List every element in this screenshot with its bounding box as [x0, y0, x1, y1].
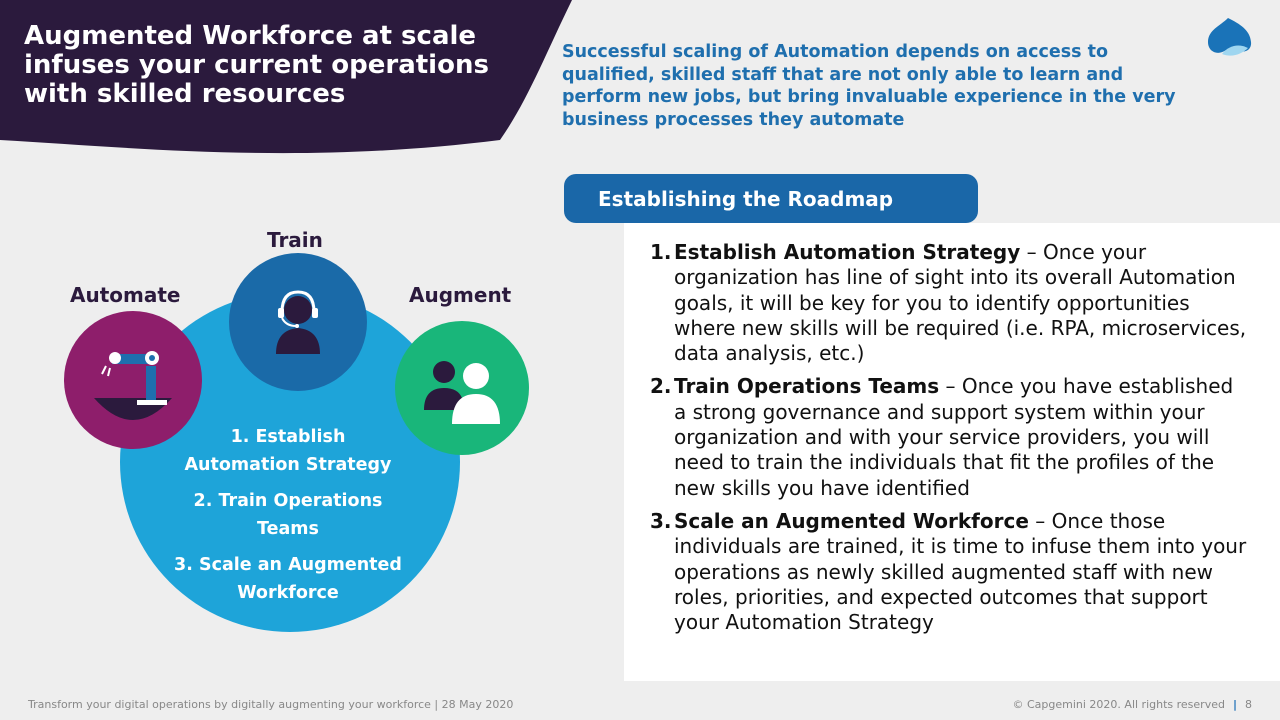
- augment-node: [395, 321, 529, 455]
- roadmap-steps: 1.Establish Automation Strategy – Once y…: [650, 240, 1250, 643]
- step-description: – Once those individuals are trained, it…: [674, 508, 1247, 635]
- circle-line-1: 1. Establish: [230, 427, 346, 447]
- page-number: 8: [1245, 698, 1252, 711]
- step-description: – Once your organization has line of sig…: [674, 240, 1247, 366]
- step-number: 1.: [650, 240, 672, 264]
- copyright-text: © Capgemini 2020. All rights reserved: [1012, 698, 1225, 711]
- automate-label: Automate: [70, 283, 181, 307]
- header-background: [0, 0, 572, 154]
- strategy-circle: [120, 292, 460, 632]
- train-node: [229, 253, 367, 391]
- step-name: Scale an Augmented Workforce: [674, 508, 1029, 533]
- slide-title: Augmented Workforce at scale infuses you…: [24, 21, 489, 109]
- robot-arm-icon: [94, 351, 172, 420]
- circle-line-2: Automation Strategy: [184, 455, 392, 475]
- roadmap-step: 1.Establish Automation Strategy – Once y…: [650, 240, 1250, 366]
- headset-person-icon: [276, 290, 320, 354]
- people-group-icon: [424, 361, 500, 424]
- circle-line-6: Workforce: [237, 583, 339, 603]
- step-number: 2.: [650, 374, 672, 399]
- footer-caption: Transform your digital operations by dig…: [28, 698, 514, 711]
- step-name: Establish Automation Strategy: [674, 240, 1021, 264]
- capgemini-spade-logo: [1208, 18, 1252, 56]
- step-name: Train Operations Teams: [674, 374, 940, 399]
- step-description: – Once you have established a strong gov…: [674, 374, 1234, 500]
- workforce-diagram: [64, 253, 529, 632]
- intro-text: Successful scaling of Automation depends…: [562, 42, 1176, 130]
- circle-line-5: 3. Scale an Augmented: [174, 555, 402, 575]
- roadmap-panel: [624, 223, 1280, 681]
- train-label: Train: [267, 228, 323, 252]
- footer-right: © Capgemini 2020. All rights reserved | 8: [1012, 698, 1252, 711]
- circle-line-3: 2. Train Operations: [193, 491, 383, 511]
- augment-label: Augment: [409, 283, 512, 307]
- roadmap-heading: Establishing the Roadmap: [564, 174, 978, 223]
- roadmap-step: 2.Train Operations Teams – Once you have…: [650, 374, 1250, 500]
- step-number: 3.: [650, 508, 672, 533]
- roadmap-step: 3.Scale an Augmented Workforce – Once th…: [650, 509, 1250, 635]
- circle-line-4: Teams: [257, 519, 319, 539]
- automate-node: [64, 311, 202, 449]
- footer-separator: |: [1232, 698, 1237, 711]
